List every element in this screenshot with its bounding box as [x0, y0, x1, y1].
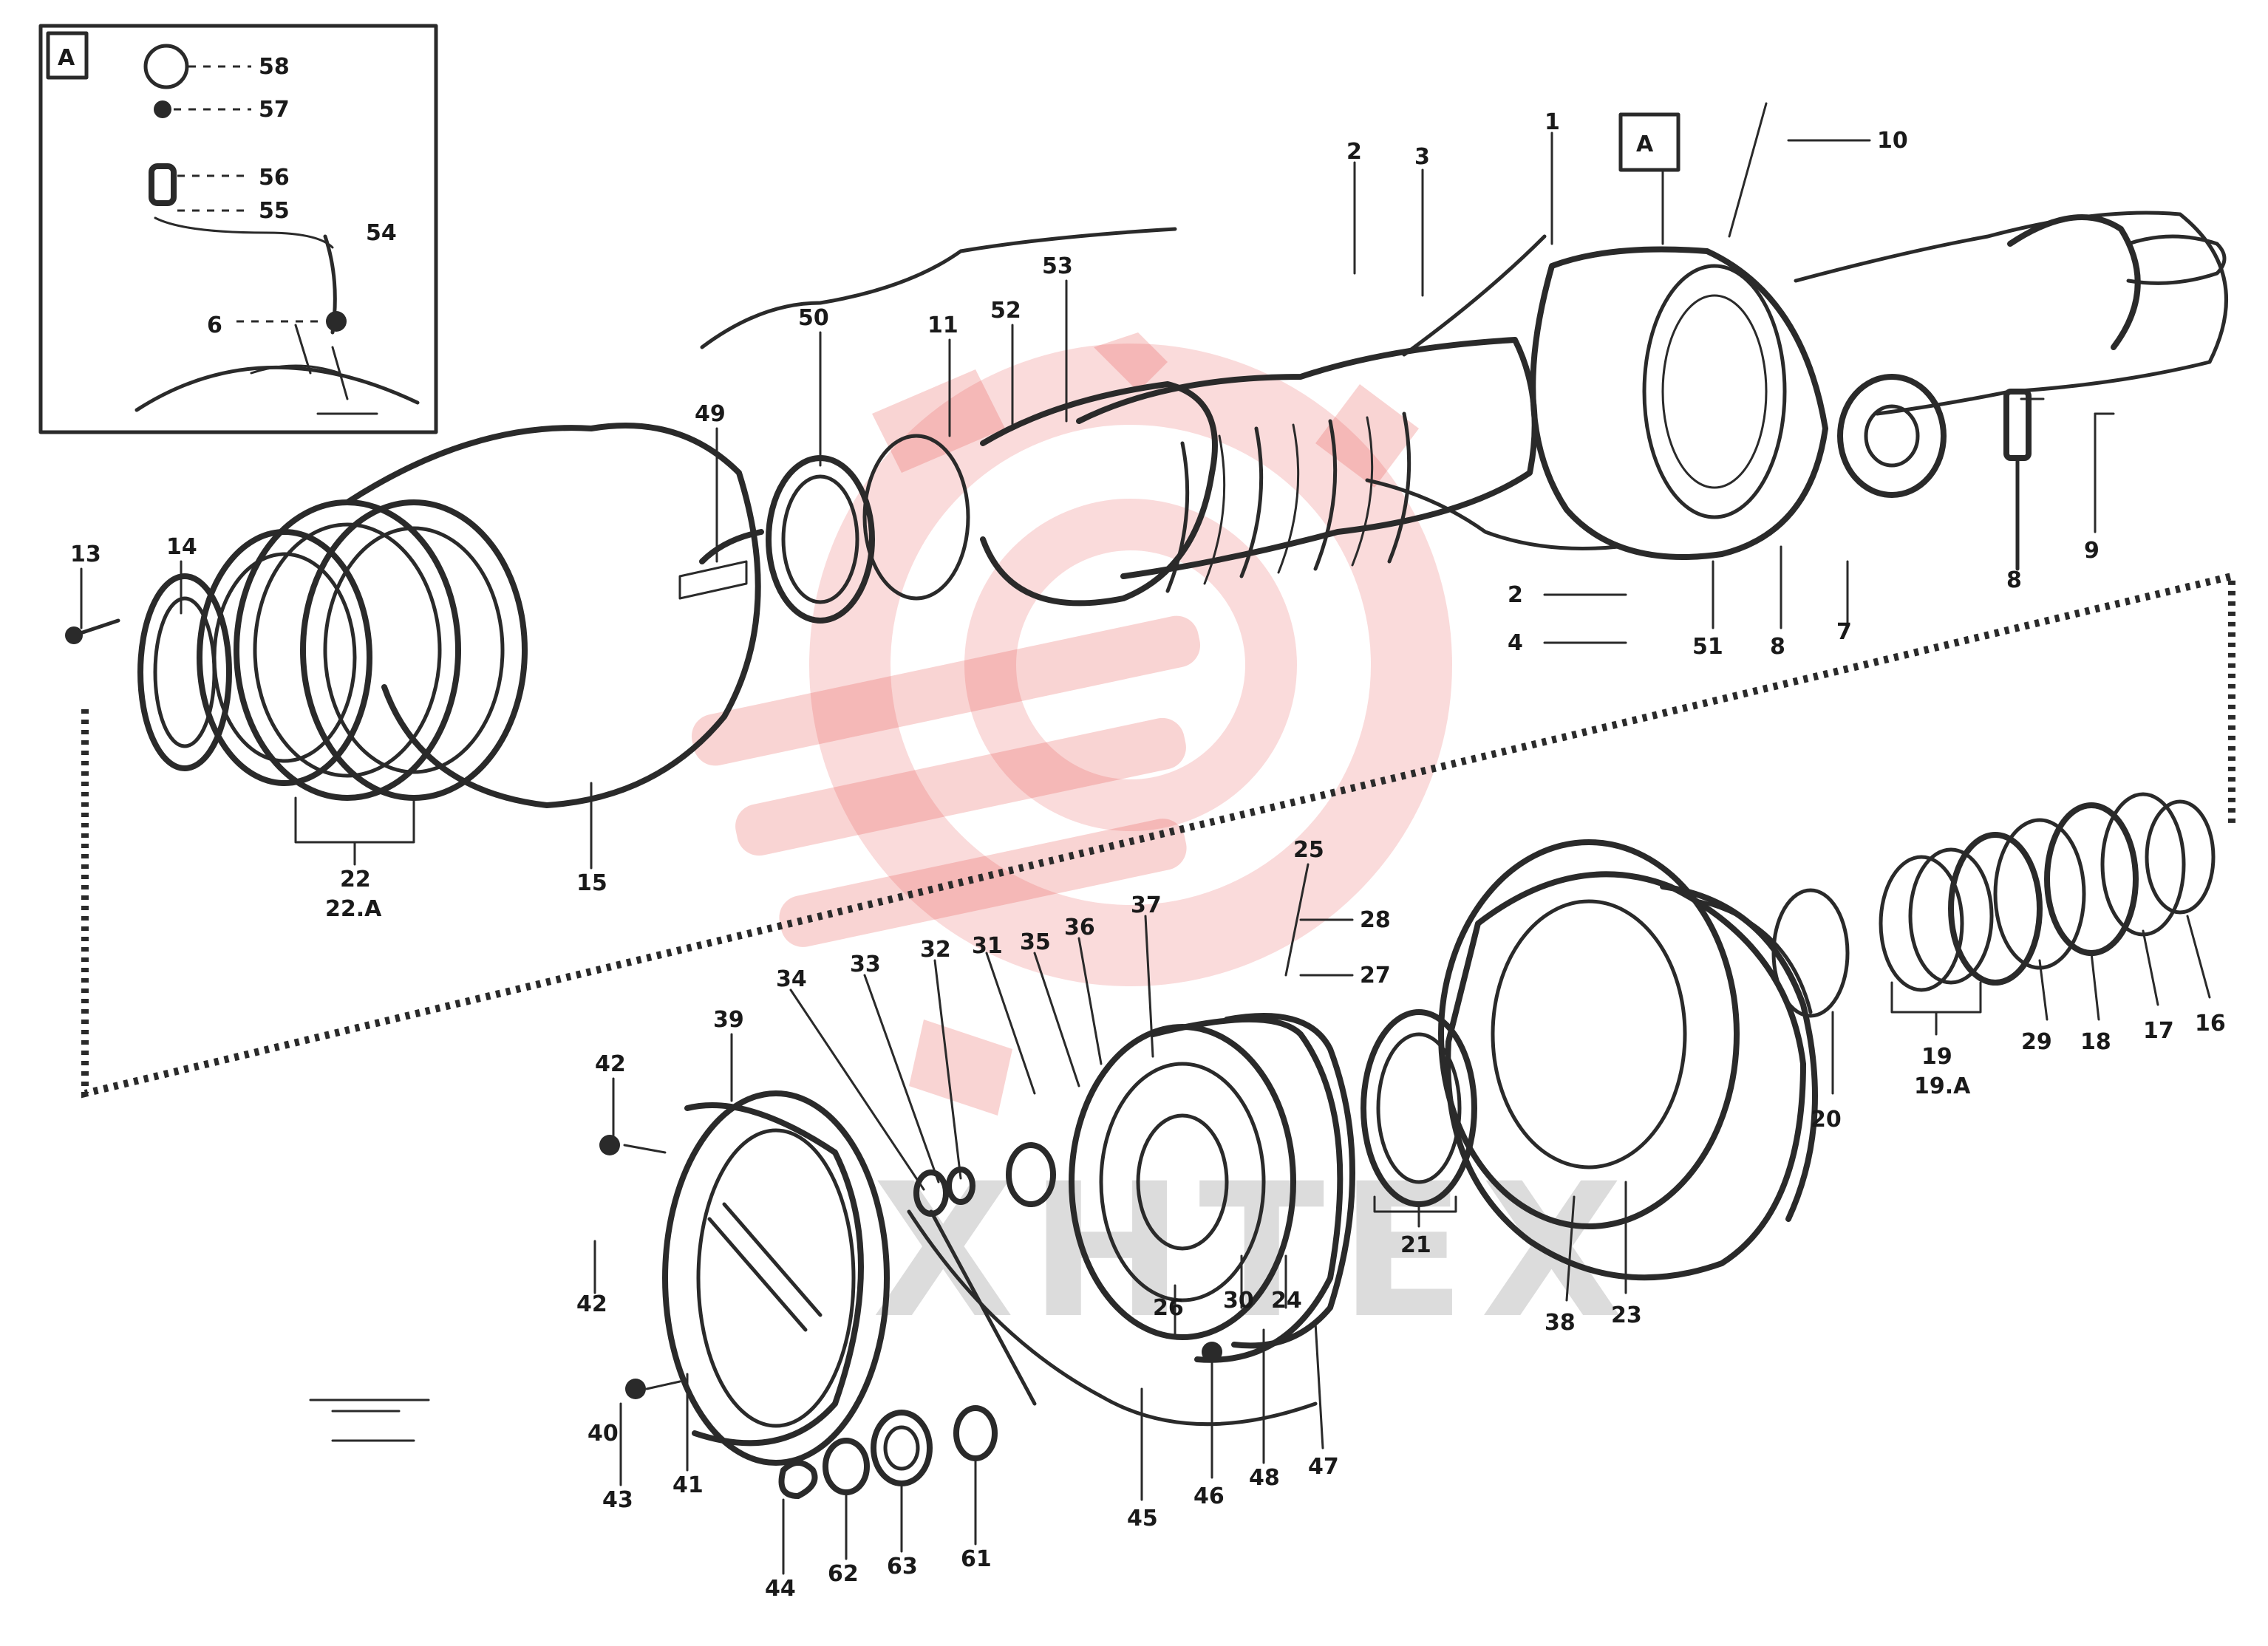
- callout-22: 22: [340, 867, 371, 892]
- callout-8b: 8: [2006, 567, 2022, 593]
- axle-housing: [700, 211, 2228, 571]
- callout-29: 29: [2021, 1029, 2052, 1055]
- callout-20: 20: [1811, 1107, 1842, 1133]
- callout-42-b: 42: [576, 1291, 607, 1317]
- callout-31: 31: [972, 933, 1003, 959]
- callout-57: 57: [259, 97, 290, 123]
- callout-56: 56: [259, 165, 290, 191]
- callout-26: 26: [1153, 1295, 1184, 1321]
- callout-18: 18: [2080, 1029, 2111, 1055]
- watermark-text: XHTEX: [872, 1144, 1638, 1359]
- callout-7: 7: [1836, 619, 1852, 645]
- inset-tag: A: [58, 45, 75, 71]
- callout-47: 47: [1308, 1454, 1339, 1480]
- lower-drum: [1438, 839, 1818, 1281]
- callout-37: 37: [1131, 892, 1162, 918]
- callout-46: 46: [1193, 1483, 1225, 1509]
- leader-lines: [80, 102, 2211, 1575]
- callout-6-inset: 6: [207, 313, 222, 338]
- callout-23: 23: [1611, 1302, 1642, 1328]
- view-tag: A: [1636, 132, 1654, 157]
- callout-63: 63: [887, 1554, 918, 1580]
- watermark-logo: [691, 332, 1452, 1116]
- callout-4-mid: 4: [1508, 630, 1523, 656]
- footnote: [309, 1399, 430, 1442]
- callout-48: 48: [1249, 1465, 1280, 1491]
- callout-labels: 58 57 56 55 54 6 2 3 1 10 53 50 11 52 49…: [70, 54, 2226, 1602]
- callout-11: 11: [927, 313, 958, 338]
- callout-27: 27: [1360, 963, 1391, 988]
- callout-15: 15: [576, 870, 607, 896]
- callout-45: 45: [1127, 1506, 1158, 1531]
- callout-16: 16: [2195, 1011, 2226, 1037]
- callout-52: 52: [990, 298, 1021, 324]
- callout-33: 33: [850, 952, 881, 977]
- callout-19a: 19.A: [1914, 1073, 1971, 1099]
- hub-small-parts: [778, 1167, 1318, 1499]
- callout-36: 36: [1064, 915, 1095, 940]
- callout-42-a: 42: [595, 1051, 626, 1077]
- callout-21: 21: [1400, 1232, 1431, 1258]
- callout-25: 25: [1293, 837, 1324, 863]
- callout-32: 32: [920, 937, 951, 963]
- callout-50: 50: [798, 305, 829, 331]
- callout-40: 40: [588, 1421, 619, 1447]
- callout-19: 19: [1921, 1044, 1952, 1070]
- callout-2-top: 2: [1346, 139, 1362, 165]
- callout-44: 44: [765, 1576, 796, 1602]
- callout-10-top: 10: [1877, 128, 1908, 154]
- callout-24: 24: [1271, 1288, 1302, 1314]
- callout-49: 49: [695, 401, 726, 427]
- callout-28: 28: [1360, 907, 1391, 933]
- callout-9: 9: [2084, 538, 2100, 564]
- callout-41: 41: [672, 1472, 704, 1498]
- callout-61: 61: [961, 1546, 992, 1572]
- callout-51: 51: [1692, 634, 1723, 660]
- callout-43: 43: [602, 1487, 633, 1513]
- callout-62: 62: [828, 1561, 859, 1587]
- callout-58: 58: [259, 54, 290, 80]
- upper-drum: [65, 423, 761, 808]
- ring-stack: [1771, 792, 2216, 1018]
- callout-30: 30: [1223, 1288, 1254, 1314]
- callout-13: 13: [70, 542, 101, 567]
- callout-55: 55: [259, 198, 290, 224]
- callout-34: 34: [776, 966, 807, 992]
- callout-53: 53: [1042, 253, 1073, 279]
- inset-detail-a: A: [38, 24, 438, 434]
- callout-8a: 8: [1770, 634, 1785, 660]
- callout-3-top: 3: [1414, 144, 1430, 170]
- callout-1-top: 1: [1545, 109, 1560, 135]
- callout-2-mid: 2: [1508, 582, 1523, 608]
- callout-38: 38: [1545, 1310, 1576, 1336]
- callout-14: 14: [166, 534, 197, 560]
- hub-assembly: [599, 1090, 890, 1466]
- callout-22a: 22.A: [325, 896, 382, 922]
- callout-54: 54: [366, 220, 397, 246]
- callout-17: 17: [2143, 1018, 2174, 1044]
- callout-39: 39: [713, 1007, 744, 1033]
- callout-35: 35: [1020, 929, 1051, 955]
